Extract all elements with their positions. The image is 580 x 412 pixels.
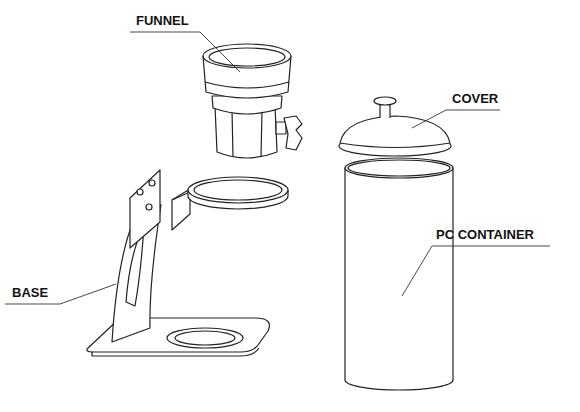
base-drawing xyxy=(87,170,288,356)
part-label: BASE xyxy=(12,285,48,301)
leader-lines xyxy=(5,32,550,304)
cover-drawing xyxy=(339,97,451,156)
part-label: PC CONTAINER xyxy=(436,227,534,243)
part-label: COVER xyxy=(452,91,498,107)
part-label: FUNNEL xyxy=(136,13,189,29)
container-drawing xyxy=(345,158,453,390)
funnel-drawing xyxy=(203,44,302,158)
